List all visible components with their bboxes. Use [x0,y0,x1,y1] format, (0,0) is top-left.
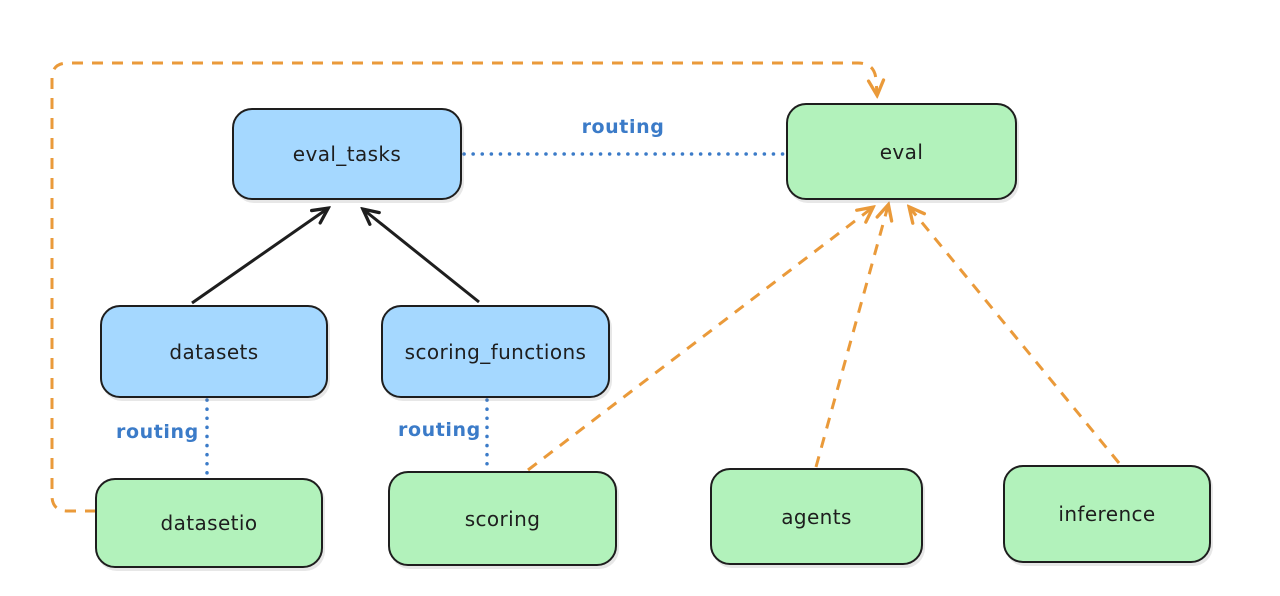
node-agents-label: agents [781,504,852,529]
node-scoring-functions: scoring_functions [381,305,610,398]
node-scoring: scoring [388,471,617,566]
node-agents: agents [710,468,923,565]
node-datasets-label: datasets [169,339,259,364]
edge-scoring-functions-to-eval-tasks [364,210,480,304]
node-datasetio-label: datasetio [160,511,258,535]
node-eval-tasks: eval_tasks [232,108,462,200]
node-scoring-functions-label: scoring_functions [404,339,587,364]
routing-label-eval-tasks-eval: routing [581,116,665,138]
node-eval: eval [786,103,1017,200]
node-scoring-label: scoring [464,506,541,531]
node-datasets: datasets [100,305,328,398]
node-eval-label: eval [879,139,924,164]
routing-label-datasets-datasetio: routing [116,421,199,443]
node-inference-label: inference [1058,502,1156,526]
edge-agents-to-eval [814,206,888,468]
node-datasetio: datasetio [95,478,323,568]
edge-inference-to-eval [910,208,1121,464]
node-eval-tasks-label: eval_tasks [292,142,402,166]
edge-datasetio-to-eval [50,61,877,513]
node-inference: inference [1003,465,1211,563]
edge-scoring-to-eval [527,208,872,472]
routing-label-scoring-functions-scoring: routing [398,419,481,441]
edge-datasets-to-eval-tasks [191,209,327,305]
